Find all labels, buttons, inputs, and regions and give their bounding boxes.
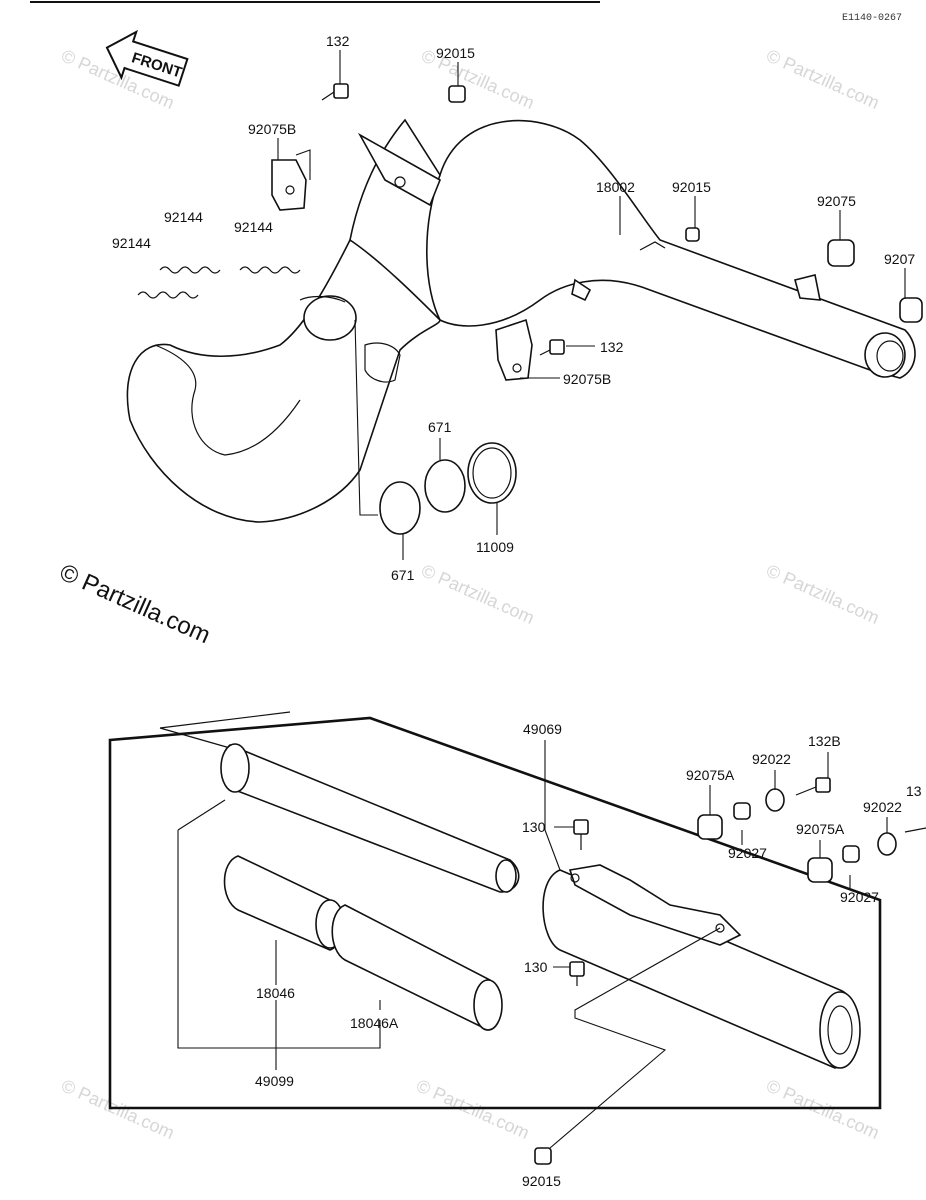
label-132: 132 xyxy=(326,33,350,49)
silencer-frame xyxy=(108,716,882,1110)
silencer-body-49069 xyxy=(542,864,861,1069)
label-11009: 11009 xyxy=(476,539,514,555)
watermark: © Partzilla.com xyxy=(763,560,882,628)
bolt-130-lower xyxy=(569,961,585,986)
damper-92075a-lower xyxy=(807,857,833,883)
gasket-671-right xyxy=(424,459,466,513)
watermark: © Partzilla.com xyxy=(763,45,882,113)
label-92075a: 92075A xyxy=(796,821,845,837)
label-92022: 92022 xyxy=(863,799,902,815)
label-130: 130 xyxy=(522,819,546,835)
label-92144: 92144 xyxy=(112,235,151,251)
damper-92075a-upper xyxy=(697,814,723,840)
spring-92144-b xyxy=(239,266,301,274)
bolt-130-upper xyxy=(573,819,589,850)
nut-92015-right xyxy=(685,227,700,242)
label-49099: 49099 xyxy=(255,1073,294,1089)
label-92075a: 92075A xyxy=(686,767,735,783)
washer-92022-lower xyxy=(877,832,897,856)
copyright-notice: © Partzilla.com xyxy=(56,559,215,649)
label-92015: 92015 xyxy=(522,1173,561,1189)
bracket-92075b-lower xyxy=(495,318,533,381)
label-671: 671 xyxy=(391,567,415,583)
front-arrow: FRONT xyxy=(105,29,189,87)
label-92015: 92015 xyxy=(672,179,711,195)
label-92027: 92027 xyxy=(840,889,879,905)
part-labels: 132 92015 92075B 18002 92015 92075 9207 … xyxy=(112,33,922,1189)
bolt-13-partial xyxy=(904,827,926,833)
leader-lines-bottom xyxy=(177,740,888,1149)
bolt-132-upper xyxy=(321,83,349,101)
watermark: © Partzilla.com xyxy=(418,560,537,628)
label-92027: 92027 xyxy=(728,845,767,861)
label-92144: 92144 xyxy=(234,219,273,235)
packing-18046 xyxy=(223,855,345,951)
label-18002: 18002 xyxy=(596,179,635,195)
label-92015: 92015 xyxy=(436,45,475,61)
label-49069: 49069 xyxy=(523,721,562,737)
label-92075b: 92075B xyxy=(248,121,296,137)
damper-92075 xyxy=(827,239,855,267)
damper-9207 xyxy=(899,297,923,323)
nut-92015-bottom xyxy=(534,1147,552,1165)
label-671: 671 xyxy=(428,419,452,435)
diagram-code: E1140-0267 xyxy=(842,13,902,24)
packing-18046a xyxy=(331,904,503,1031)
bracket-92075b-upper xyxy=(271,159,307,211)
gasket-11009 xyxy=(467,442,517,504)
washer-92022-upper xyxy=(765,788,785,812)
collar-92027-lower xyxy=(842,845,860,863)
collar-92027-upper xyxy=(733,802,751,820)
spring-92144-a xyxy=(159,266,221,274)
label-9207: 9207 xyxy=(884,251,915,267)
bolt-132b xyxy=(795,777,831,796)
spring-92144-c xyxy=(137,291,199,299)
label-130: 130 xyxy=(524,959,548,975)
label-132: 132 xyxy=(600,339,624,355)
inner-pipe xyxy=(220,743,520,893)
label-132b: 132B xyxy=(808,733,841,749)
leader-lines-top xyxy=(277,50,906,560)
label-92144: 92144 xyxy=(164,209,203,225)
header-pipe xyxy=(126,238,441,523)
label-13: 13 xyxy=(906,783,922,799)
gasket-671-left xyxy=(379,481,421,535)
label-92075b: 92075B xyxy=(563,371,611,387)
label-92075: 92075 xyxy=(817,193,856,209)
label-18046: 18046 xyxy=(256,985,295,1001)
nut-92015-upper xyxy=(448,85,466,103)
bolt-132-lower xyxy=(539,339,565,356)
label-18046a: 18046A xyxy=(350,1015,399,1031)
label-92022: 92022 xyxy=(752,751,791,767)
